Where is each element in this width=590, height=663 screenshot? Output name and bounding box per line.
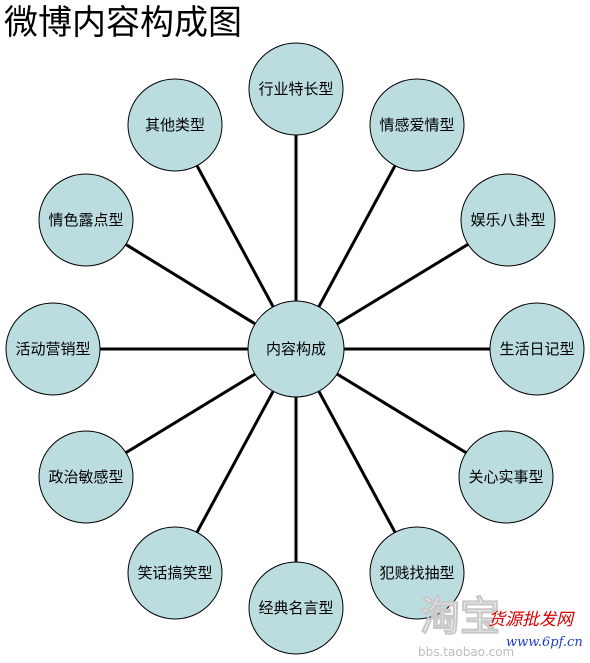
node-circle-huodong: [5, 302, 101, 396]
node-label-qinggan: 情感爱情型: [379, 116, 454, 134]
node-huodong: 活动营销型: [5, 302, 101, 396]
node-circle-xiaohua: [127, 526, 223, 620]
node-circle-hangye: [248, 42, 344, 136]
node-label-jingdian: 经典名言型: [258, 599, 333, 617]
node-circle-qinggan: [369, 78, 465, 172]
center-node-label: 内容构成: [266, 340, 326, 358]
node-label-qita: 其他类型: [145, 116, 205, 134]
node-circle-guanxin: [458, 430, 554, 524]
node-circle-qita: [127, 78, 223, 172]
node-qingse: 情色露点型: [38, 173, 134, 267]
node-qita: 其他类型: [127, 78, 223, 172]
node-label-shenghuo: 生活日记型: [499, 340, 574, 358]
node-shenghuo: 生活日记型: [489, 302, 585, 396]
watermark-brand: 货源批发网: [488, 610, 575, 630]
node-xiaohua: 笑话搞笑型: [127, 526, 223, 620]
center-node-group: 内容构成: [247, 300, 345, 398]
node-zhengzhi: 政治敏感型: [38, 430, 134, 524]
node-circle-zhengzhi: [38, 430, 134, 524]
node-jingdian: 经典名言型: [248, 561, 344, 655]
node-circle-yule: [460, 173, 556, 267]
node-label-qingse: 情色露点型: [48, 211, 123, 229]
node-label-xiaohua: 笑话搞笑型: [137, 564, 212, 582]
node-label-huodong: 活动营销型: [15, 340, 90, 358]
watermark: 淘宝 bbs.taobao.com 货源批发网 www.6pf.cn: [418, 594, 583, 660]
node-guanxin: 关心实事型: [458, 430, 554, 524]
watermark-url: bbs.taobao.com: [418, 645, 514, 659]
watermark-logo-text: 淘宝: [420, 594, 500, 640]
node-yule: 娱乐八卦型: [460, 173, 556, 267]
node-circle-shenghuo: [489, 302, 585, 396]
node-label-zhengzhi: 政治敏感型: [48, 468, 123, 486]
node-circle-fanjian: [369, 526, 465, 620]
diagram-title: 微博内容构成图: [4, 3, 242, 43]
node-fanjian: 犯贱找抽型: [369, 526, 465, 620]
node-label-yule: 娱乐八卦型: [470, 211, 545, 229]
node-hangye: 行业特长型: [248, 42, 344, 136]
center-node-circle: [247, 300, 345, 398]
node-circle-jingdian: [248, 561, 344, 655]
node-label-fanjian: 犯贱找抽型: [379, 564, 454, 582]
node-label-hangye: 行业特长型: [258, 80, 333, 98]
node-qinggan: 情感爱情型: [369, 78, 465, 172]
watermark-site: www.6pf.cn: [506, 635, 583, 650]
node-circle-qingse: [38, 173, 134, 267]
node-label-guanxin: 关心实事型: [468, 468, 543, 486]
